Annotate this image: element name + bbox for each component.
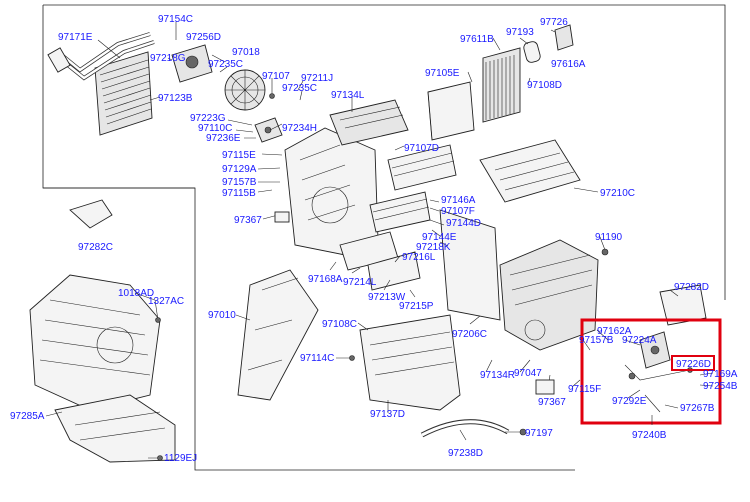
leader-lines (45, 22, 714, 459)
label-97235C-a: 97235C (208, 59, 243, 70)
label-97616A: 97616A (551, 59, 586, 70)
temp-actuator (639, 331, 671, 369)
door-link (254, 117, 283, 143)
label-97134R: 97134R (480, 370, 515, 381)
label-97282D: 97282D (674, 282, 709, 293)
blower-wheel (224, 69, 266, 111)
hvac-complete-assembly (29, 274, 161, 411)
label-97213W: 97213W (368, 292, 406, 303)
label-97215P: 97215P (399, 301, 434, 312)
label-1327AC: 1327AC (148, 296, 184, 307)
label-97144E: 97144E (422, 232, 457, 243)
cabin-filter (482, 47, 521, 123)
highlight-box-97226d (671, 355, 715, 371)
evaporator-case-upper (479, 139, 581, 203)
label-97018: 97018 (232, 47, 260, 58)
label-97726: 97726 (540, 17, 568, 28)
label-97238D: 97238D (448, 448, 483, 459)
filter-cover (427, 81, 475, 141)
heater-pipe (47, 32, 155, 81)
label-97162A: 97162A (597, 326, 632, 337)
label-97129A: 97129A (222, 164, 257, 175)
label-97267B: 97267B (680, 403, 715, 414)
label-97105E: 97105E (425, 68, 460, 79)
label-97110C: 97110C (198, 123, 232, 134)
label-1018AD: 1018AD (118, 288, 154, 299)
label-97234H: 97234H (282, 123, 317, 134)
seal-ring (523, 41, 541, 63)
highlight-box-actuator-group (580, 318, 722, 425)
label-97226D: 97226D (676, 359, 711, 370)
heater-case-right (439, 209, 599, 351)
blower-duct (237, 269, 319, 401)
label-97223G: 97223G (190, 113, 226, 124)
duct-97282d (659, 284, 707, 326)
label-91190: 91190 (595, 232, 623, 243)
label-97169A: 97169A (703, 369, 738, 380)
label-97236E: 97236E (206, 133, 241, 144)
label-97157B-b: 97157B (579, 335, 614, 346)
mode-door (369, 191, 431, 233)
label-97211J: 97211J (301, 73, 333, 84)
label-97240B: 97240B (632, 430, 667, 441)
label-97144D: 97144D (446, 218, 481, 229)
label-97047: 97047 (514, 368, 542, 379)
drain-pan (359, 314, 461, 411)
label-97292E: 97292E (612, 396, 647, 407)
label-97216L: 97216L (402, 252, 436, 263)
label-97134L: 97134L (331, 90, 365, 101)
label-97171E: 97171E (58, 32, 93, 43)
defrost-door (339, 231, 421, 291)
label-97256D: 97256D (186, 32, 221, 43)
label-97157B-a: 97157B (222, 177, 257, 188)
heater-case-left (284, 127, 379, 256)
part-labels: 97154C 97171E 97256D 97218G 97018 97235C… (10, 14, 738, 464)
label-97107: 97107 (262, 71, 290, 82)
label-97197: 97197 (525, 428, 553, 439)
label-97218G: 97218G (150, 53, 186, 64)
sensor-97282c (69, 199, 113, 229)
clip-97616A (554, 24, 574, 51)
label-1129EJ: 1129EJ (164, 453, 197, 464)
temp-door (387, 144, 457, 191)
label-97282C: 97282C (78, 242, 113, 253)
under-cover (54, 394, 176, 463)
label-97115F: 97115F (568, 384, 601, 395)
label-97146A: 97146A (441, 195, 476, 206)
label-97154C: 97154C (158, 14, 193, 25)
label-97115B: 97115B (222, 188, 256, 199)
label-97114C: 97114C (300, 353, 334, 364)
label-97224A: 97224A (622, 335, 657, 346)
label-97123B: 97123B (158, 93, 193, 104)
label-97254B: 97254B (703, 381, 738, 392)
label-97108D: 97108D (527, 80, 562, 91)
label-97367-b: 97367 (538, 397, 566, 408)
label-97137D: 97137D (370, 409, 405, 420)
label-97611B: 97611B (460, 34, 494, 45)
mode-actuator (171, 44, 213, 83)
label-97010: 97010 (208, 310, 236, 321)
label-97193: 97193 (506, 27, 534, 38)
label-97206C: 97206C (452, 329, 487, 340)
heater-core (94, 51, 153, 136)
heater-case-top (329, 99, 409, 146)
label-97367-a: 97367 (234, 215, 262, 226)
label-97210C: 97210C (600, 188, 635, 199)
label-97115E: 97115E (222, 150, 256, 161)
label-97107F: 97107F (441, 206, 475, 217)
label-97214L: 97214L (343, 277, 377, 288)
label-97218K: 97218K (416, 242, 451, 253)
label-97108C: 97108C (322, 319, 357, 330)
label-97168A: 97168A (308, 274, 343, 285)
label-97285A: 97285A (10, 411, 45, 422)
label-97235C-b: 97235C (282, 83, 317, 94)
label-97107D: 97107D (404, 143, 439, 154)
drain-hose (420, 419, 510, 438)
fasteners (155, 93, 609, 461)
